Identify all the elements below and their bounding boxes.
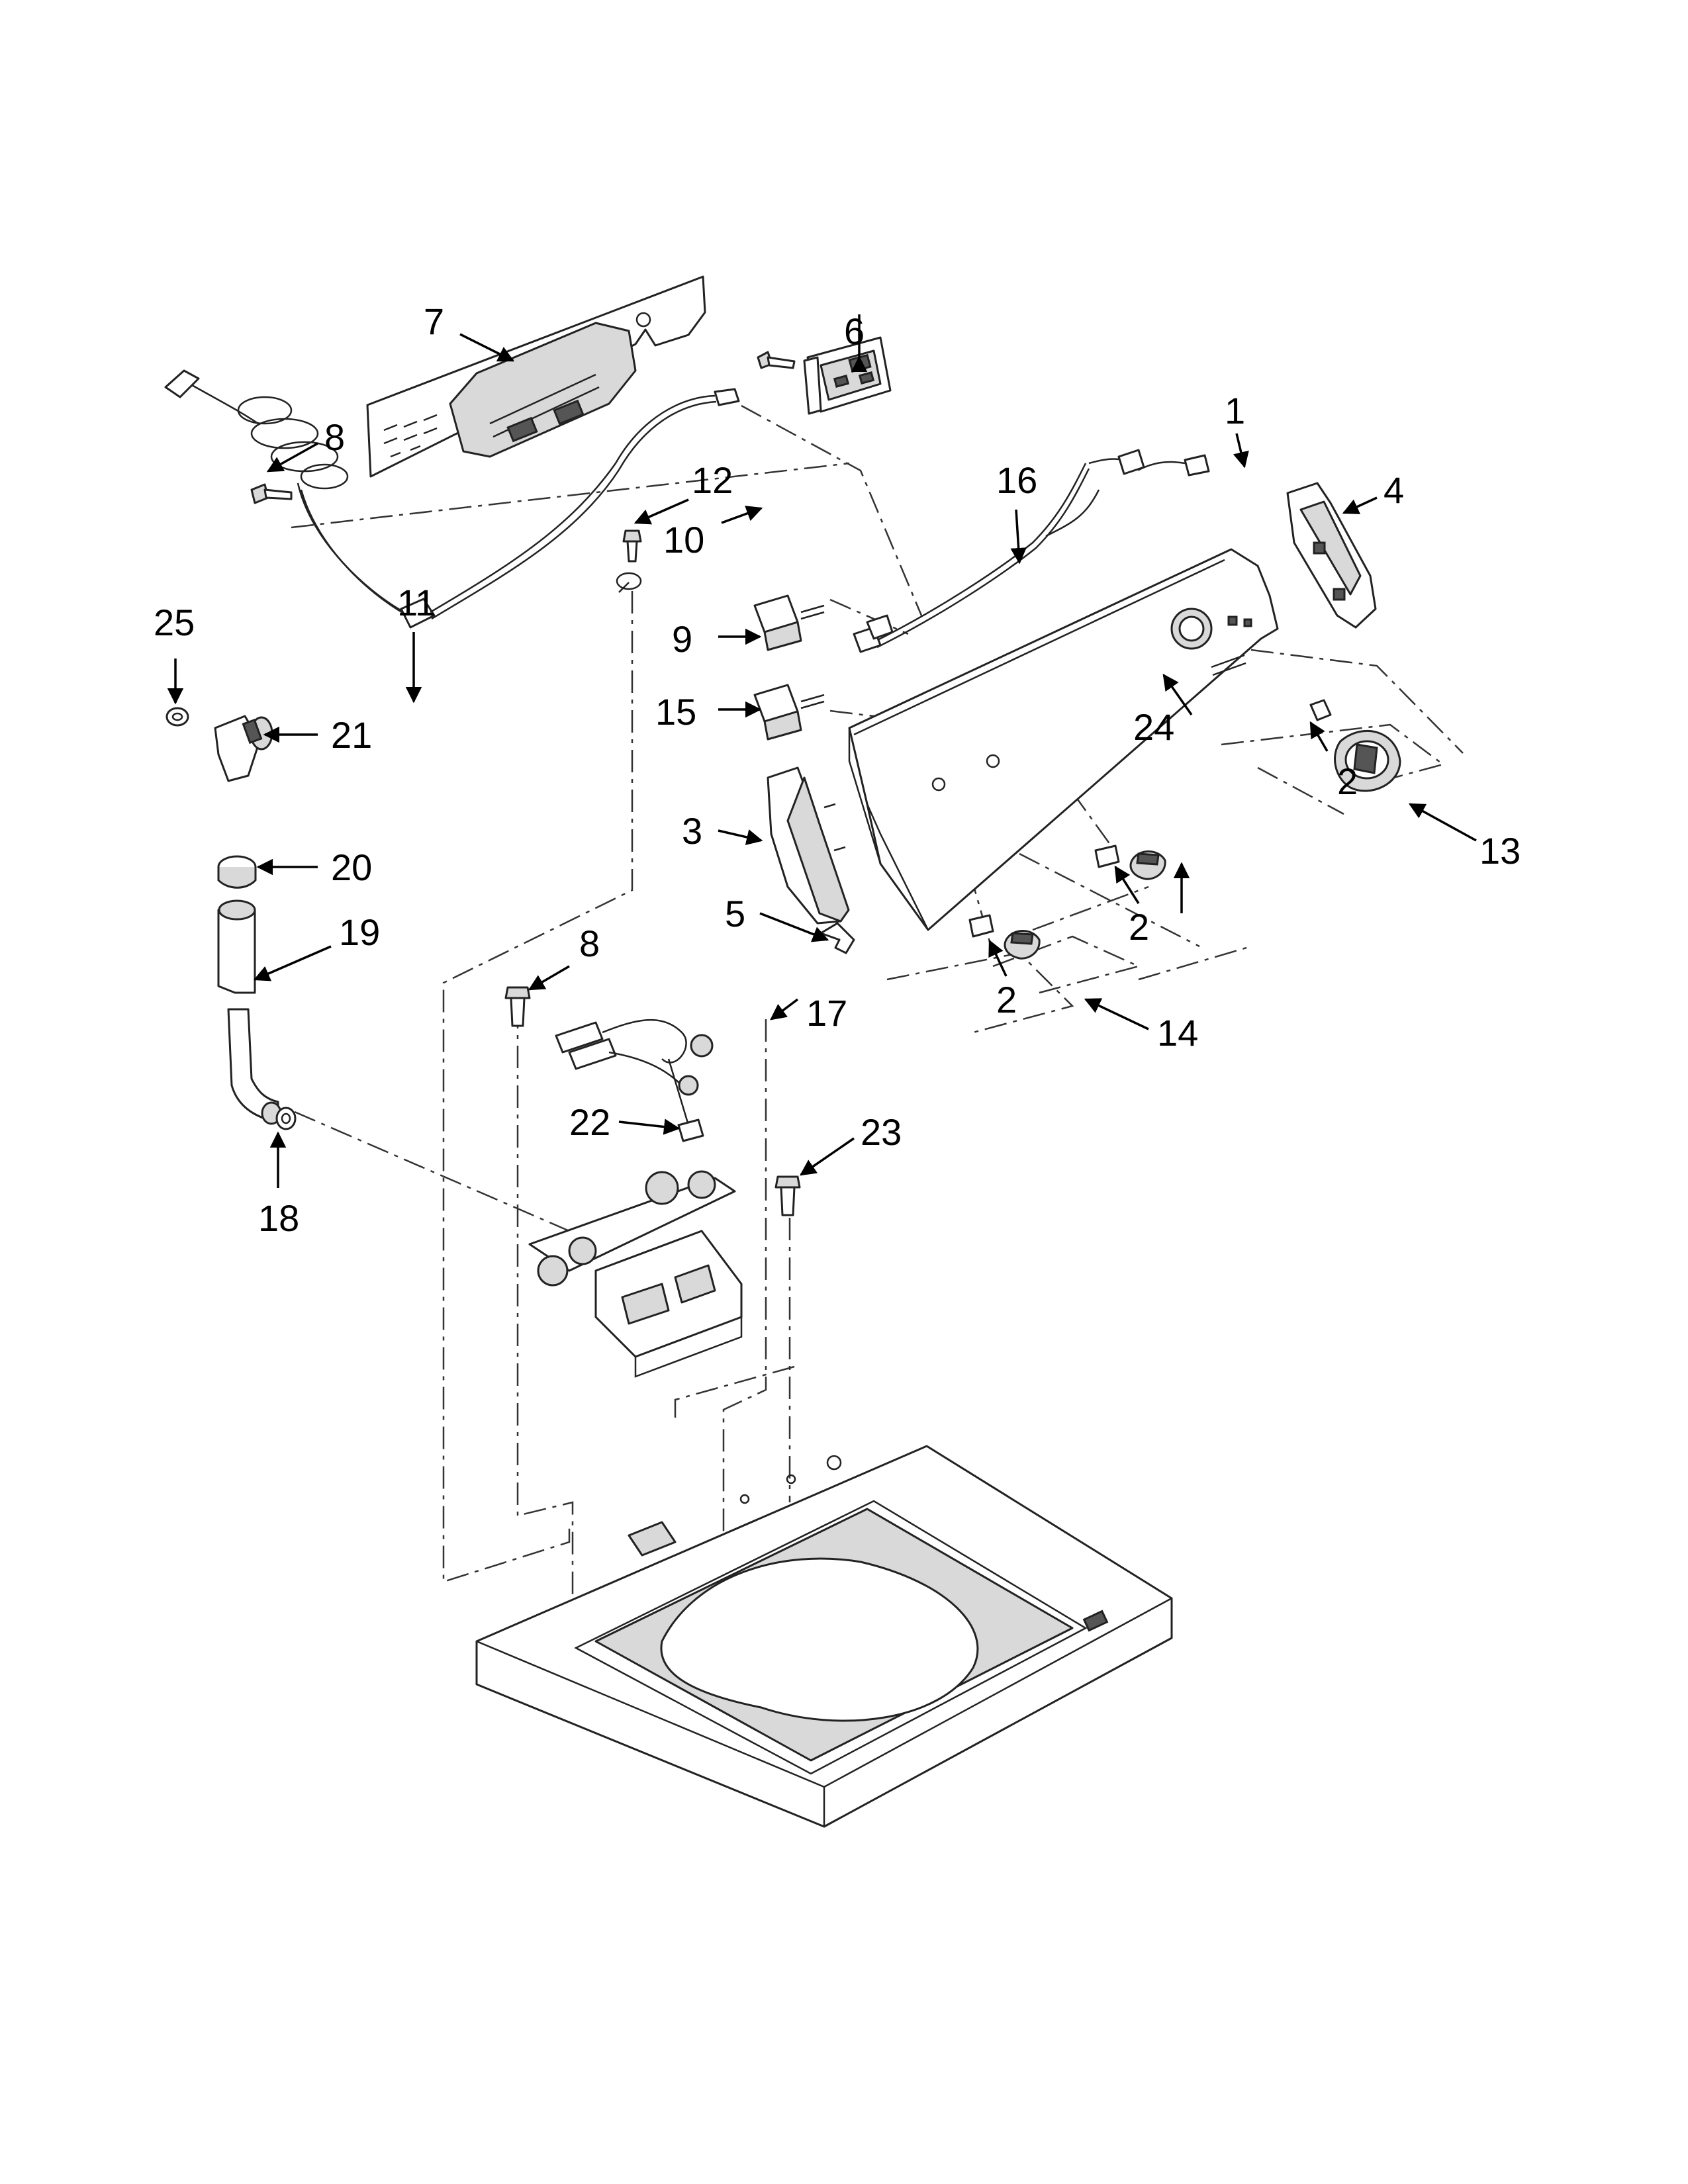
clip bbox=[820, 922, 855, 954]
inlet-hose bbox=[217, 899, 282, 1125]
callout-23: 23 bbox=[861, 1111, 902, 1153]
callout-14: 14 bbox=[1157, 1012, 1198, 1054]
console-end-cap-right bbox=[1286, 482, 1377, 629]
cabinet-top bbox=[475, 1445, 1173, 1828]
screw-lower bbox=[504, 986, 531, 1027]
callout-21: 21 bbox=[331, 714, 372, 756]
callout-19: 19 bbox=[339, 911, 380, 953]
callout-3: 3 bbox=[682, 810, 702, 852]
rear-panel bbox=[366, 275, 706, 478]
callout-9: 9 bbox=[672, 618, 692, 660]
knob-insert-left bbox=[968, 914, 994, 938]
washer-18 bbox=[275, 1107, 297, 1130]
knob-timer bbox=[1334, 729, 1401, 792]
elbow-fitting bbox=[214, 715, 273, 782]
callout-17: 17 bbox=[806, 992, 847, 1034]
callout-6: 6 bbox=[844, 310, 865, 352]
callout-25: 25 bbox=[154, 602, 195, 643]
callout-13: 13 bbox=[1479, 830, 1521, 872]
screw-23 bbox=[774, 1175, 801, 1216]
switch-9 bbox=[753, 594, 825, 651]
callout-2-right: 2 bbox=[1129, 906, 1149, 948]
control-board bbox=[803, 336, 892, 415]
callout-20: 20 bbox=[331, 846, 372, 888]
callout-7: 7 bbox=[424, 300, 444, 342]
callout-8-lower: 8 bbox=[579, 923, 600, 964]
callout-16: 16 bbox=[996, 459, 1037, 501]
callout-24: 24 bbox=[1133, 706, 1174, 748]
callout-2-left: 2 bbox=[996, 979, 1017, 1021]
console-wire-harness bbox=[853, 449, 1210, 653]
callout-1: 1 bbox=[1225, 390, 1245, 432]
callout-22: 22 bbox=[569, 1101, 610, 1143]
callout-2-timer: 2 bbox=[1337, 760, 1358, 802]
callout-labels: 7 8 6 1 4 16 12 10 11 25 9 15 24 21 2 13… bbox=[154, 300, 1521, 1239]
washer-25 bbox=[165, 707, 189, 727]
callout-10: 10 bbox=[663, 519, 704, 561]
switch-15 bbox=[753, 684, 825, 741]
water-valve-and-dispenser bbox=[528, 1170, 743, 1378]
callout-18: 18 bbox=[258, 1197, 299, 1239]
screw-12 bbox=[622, 529, 642, 563]
power-cord-and-harness bbox=[164, 369, 740, 629]
callout-15: 15 bbox=[655, 691, 696, 733]
screw-10 bbox=[757, 351, 796, 369]
callout-5: 5 bbox=[725, 893, 745, 934]
hose-nut bbox=[217, 855, 257, 889]
water-valve-harness bbox=[555, 1019, 714, 1142]
knob-insert-right bbox=[1094, 844, 1120, 868]
console-end-cap-left bbox=[767, 766, 850, 925]
callout-8-upper: 8 bbox=[324, 416, 345, 458]
callout-4: 4 bbox=[1383, 469, 1404, 511]
knob-left bbox=[1004, 930, 1041, 960]
control-console bbox=[848, 548, 1279, 931]
leaders bbox=[167, 314, 1477, 1188]
callout-12: 12 bbox=[692, 459, 733, 501]
knob-right bbox=[1129, 850, 1166, 880]
knob-insert-timer bbox=[1309, 699, 1332, 721]
assembly-lines bbox=[291, 404, 1464, 1615]
callout-11: 11 bbox=[397, 582, 436, 623]
screw-upper bbox=[250, 483, 293, 504]
